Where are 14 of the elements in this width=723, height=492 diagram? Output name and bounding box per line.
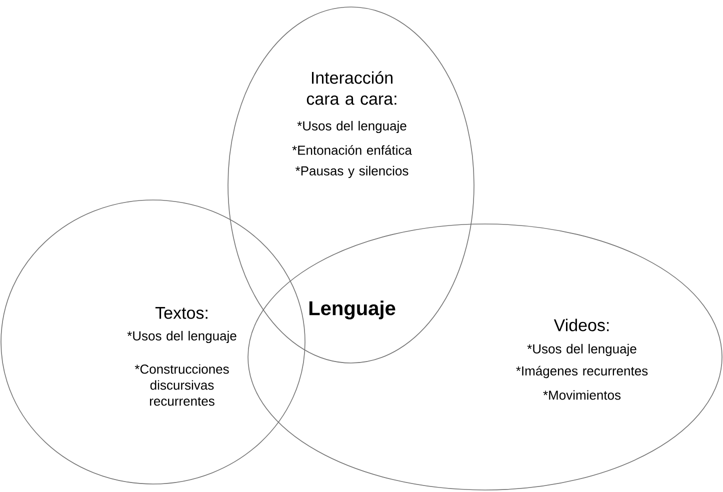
bullet-item: *Movimientos	[543, 390, 621, 400]
venn-circle	[0, 200, 306, 484]
bullet-item: *Imágenes recurrentes	[516, 366, 648, 378]
venn-circle	[248, 224, 722, 490]
bullet-item: *Usos del lenguaje	[527, 344, 636, 356]
venn-heading: Videos:	[554, 318, 609, 332]
venn-heading: Textos:	[155, 307, 208, 319]
bullet-item: *Usos del lenguaje	[297, 120, 406, 134]
bullet-item: *Usos del lenguaje	[127, 330, 236, 344]
center-label: Lenguaje	[309, 300, 396, 320]
bullet-item: *Construcciones discursivas recurrentes	[134, 364, 229, 406]
bullet-item: *Entonación enfática	[292, 145, 412, 155]
bullet-item: *Pausas y silencios	[296, 166, 408, 178]
venn-heading: Interacción cara a cara:	[306, 71, 396, 105]
